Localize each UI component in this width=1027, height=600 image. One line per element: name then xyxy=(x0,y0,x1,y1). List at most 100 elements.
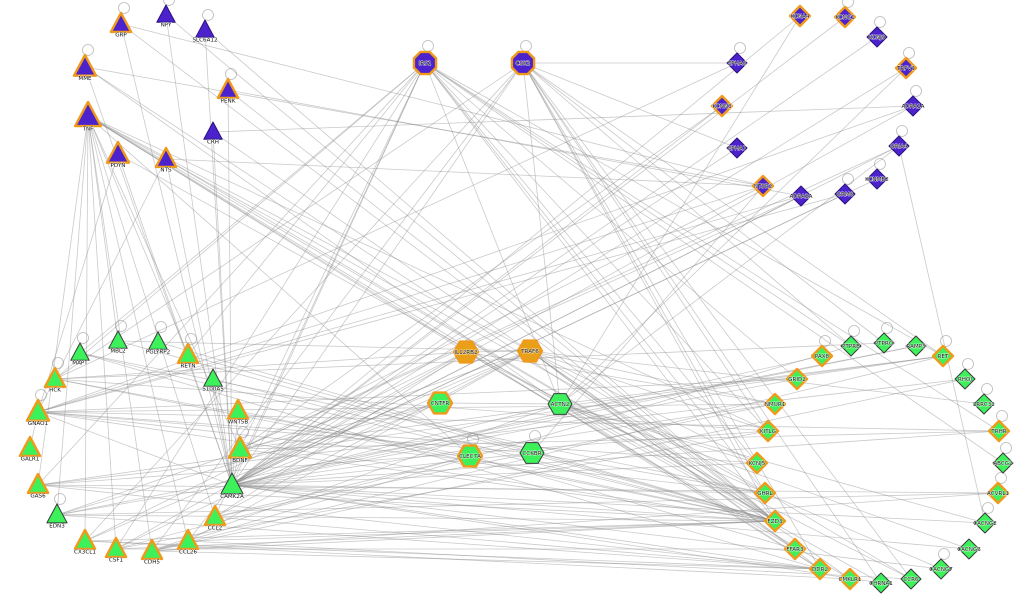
node-shape-RETN[interactable] xyxy=(176,342,200,365)
node-shape-CACNG7[interactable] xyxy=(930,558,952,580)
node-MBL2[interactable] xyxy=(108,330,128,349)
node-shape-BDNF[interactable] xyxy=(227,435,253,459)
node-CCKBR[interactable] xyxy=(519,442,545,464)
node-BDNF[interactable] xyxy=(227,435,253,459)
node-shape-NTSR2[interactable] xyxy=(751,174,775,198)
node-shape-PAX8[interactable] xyxy=(810,344,834,368)
node-shape-RET[interactable] xyxy=(931,344,955,368)
node-shape-KCNN3[interactable] xyxy=(710,94,734,118)
node-shape-TRHR[interactable] xyxy=(987,419,1011,443)
node-CCR6[interactable] xyxy=(900,568,922,590)
node-GNAO1[interactable] xyxy=(25,398,51,422)
node-IRS1[interactable] xyxy=(412,50,438,76)
node-NPY[interactable] xyxy=(156,4,176,23)
node-KITLG[interactable] xyxy=(756,419,780,443)
node-PGLYRP2[interactable] xyxy=(148,331,168,350)
node-shape-EDN3[interactable] xyxy=(46,503,68,524)
node-shape-NPY[interactable] xyxy=(156,4,176,23)
node-shape-NMUR1[interactable] xyxy=(763,392,787,416)
node-shape-CHRNA1[interactable] xyxy=(870,572,892,594)
node-CRH[interactable] xyxy=(203,121,223,140)
node-shape-CLEC7A[interactable] xyxy=(456,444,484,468)
node-EPHA7[interactable] xyxy=(726,137,748,159)
node-KCNG1[interactable] xyxy=(833,5,857,29)
node-shape-GHRL[interactable] xyxy=(753,481,777,505)
node-CHRNA1[interactable] xyxy=(870,572,892,594)
node-shape-CCKBR[interactable] xyxy=(519,442,545,464)
node-CX3CL1[interactable] xyxy=(73,528,97,551)
node-shape-MME[interactable] xyxy=(72,53,98,77)
node-shape-ACVRL1[interactable] xyxy=(986,481,1010,505)
node-shape-CCR6[interactable] xyxy=(900,568,922,590)
node-CCL2[interactable] xyxy=(203,504,227,527)
node-PENK[interactable] xyxy=(216,77,240,100)
node-ACTN2[interactable] xyxy=(547,393,573,415)
node-shape-GRP[interactable] xyxy=(109,11,133,34)
node-shape-PGLYRP2[interactable] xyxy=(148,331,168,350)
node-shape-GRID2[interactable] xyxy=(785,367,809,391)
node-shape-CDH5[interactable] xyxy=(140,538,164,561)
node-shape-CSK2[interactable] xyxy=(510,50,536,76)
node-RET[interactable] xyxy=(931,344,955,368)
node-HCK[interactable] xyxy=(43,366,67,389)
node-shape-CRH[interactable] xyxy=(203,121,223,140)
node-shape-PTPRO[interactable] xyxy=(873,332,895,354)
node-GAS6[interactable] xyxy=(26,472,50,495)
node-KCNMB2[interactable] xyxy=(866,168,888,190)
node-shape-MBL2[interactable] xyxy=(108,330,128,349)
node-CSF1[interactable] xyxy=(104,536,128,559)
node-shape-KCNJ5[interactable] xyxy=(745,451,769,475)
node-CMKLR1[interactable] xyxy=(838,567,862,591)
node-ADRA2A[interactable] xyxy=(790,185,812,207)
node-shape-GALR1[interactable] xyxy=(18,435,42,458)
node-DDR2[interactable] xyxy=(808,557,832,581)
node-GHRL[interactable] xyxy=(753,481,777,505)
node-shape-IL12RB2[interactable] xyxy=(452,340,480,364)
node-KCNN3[interactable] xyxy=(710,94,734,118)
node-RAMP3[interactable] xyxy=(905,335,927,357)
node-EDN3[interactable] xyxy=(46,503,68,524)
node-shape-KCNA4[interactable] xyxy=(788,4,812,28)
node-ACVRL1[interactable] xyxy=(986,481,1010,505)
node-shape-TRAF6[interactable] xyxy=(516,339,544,363)
node-shape-PDYN[interactable] xyxy=(105,140,131,164)
node-GALR1[interactable] xyxy=(18,435,42,458)
node-shape-FFAR3[interactable] xyxy=(783,537,807,561)
node-shape-EPHA6[interactable] xyxy=(726,52,748,74)
node-shape-CAMK2A[interactable] xyxy=(220,472,244,495)
node-CSK2[interactable] xyxy=(510,50,536,76)
node-SLC6A12[interactable] xyxy=(195,19,215,38)
node-shape-KITLG[interactable] xyxy=(756,419,780,443)
node-ADRA1A[interactable] xyxy=(902,95,924,117)
node-CDH5[interactable] xyxy=(140,538,164,561)
node-IL12RB2[interactable] xyxy=(452,340,480,364)
node-TNF[interactable] xyxy=(73,100,103,128)
node-shape-TRPV1[interactable] xyxy=(894,56,918,80)
node-NTS[interactable] xyxy=(154,146,178,169)
node-shape-GRIA4[interactable] xyxy=(888,135,910,157)
node-shape-ADRA2A[interactable] xyxy=(790,185,812,207)
node-TRHR[interactable] xyxy=(987,419,1011,443)
node-CNTFR[interactable] xyxy=(426,391,454,415)
node-shape-MAPT[interactable] xyxy=(70,342,90,361)
node-GRIA4[interactable] xyxy=(888,135,910,157)
node-shape-DDR2[interactable] xyxy=(808,557,832,581)
node-PTPRB[interactable] xyxy=(840,335,862,357)
node-shape-RHOJ[interactable] xyxy=(954,368,976,390)
node-shape-CSF1[interactable] xyxy=(104,536,128,559)
node-PDYN[interactable] xyxy=(105,140,131,164)
node-CCL26[interactable] xyxy=(176,528,200,551)
node-RETN[interactable] xyxy=(176,342,200,365)
node-TRAF6[interactable] xyxy=(516,339,544,363)
node-shape-KCNG1[interactable] xyxy=(833,5,857,29)
node-CACNG3[interactable] xyxy=(958,538,980,560)
node-shape-WNT5B[interactable] xyxy=(226,398,250,421)
node-ABCG2[interactable] xyxy=(992,452,1014,474)
node-EPHA6[interactable] xyxy=(726,52,748,74)
node-shape-GNAO1[interactable] xyxy=(25,398,51,422)
node-PTPRO[interactable] xyxy=(873,332,895,354)
node-S100A5[interactable] xyxy=(203,368,223,387)
node-LRRC32[interactable] xyxy=(973,393,995,415)
node-shape-KCNMB2[interactable] xyxy=(866,168,888,190)
node-shape-IRS1[interactable] xyxy=(412,50,438,76)
